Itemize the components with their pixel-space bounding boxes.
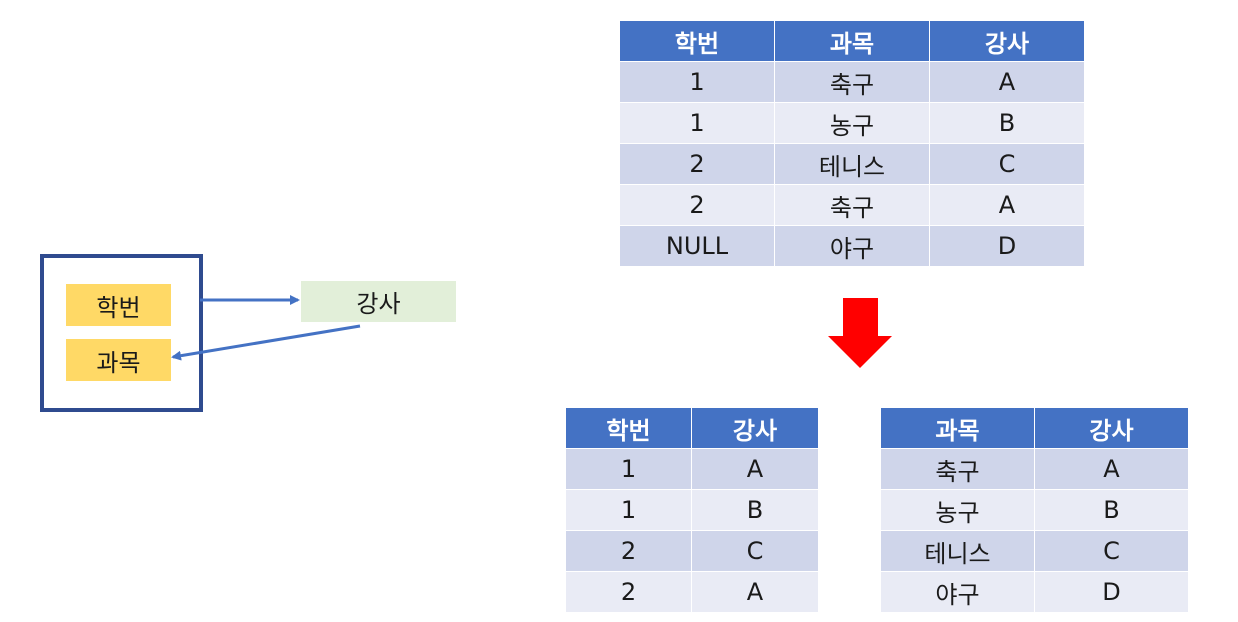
table-cell: 야구 bbox=[774, 225, 930, 267]
table-row: 농구 B bbox=[880, 489, 1189, 531]
column-header: 학번 bbox=[565, 407, 692, 449]
table-cell: 테니스 bbox=[880, 530, 1035, 572]
table-cell: A bbox=[1034, 448, 1189, 490]
table-cell: D bbox=[929, 225, 1085, 267]
column-header: 강사 bbox=[1034, 407, 1189, 449]
table-cell: 1 bbox=[565, 448, 692, 490]
composite-key-box bbox=[40, 254, 203, 412]
table-cell: 농구 bbox=[880, 489, 1035, 531]
table-cell: D bbox=[1034, 571, 1189, 613]
table-cell: C bbox=[929, 143, 1085, 185]
table-cell: 1 bbox=[565, 489, 692, 531]
table-cell: B bbox=[691, 489, 819, 531]
table-cell: NULL bbox=[619, 225, 775, 267]
column-header: 과목 bbox=[880, 407, 1035, 449]
table-row: 2 A bbox=[565, 571, 819, 613]
table-cell: A bbox=[691, 448, 819, 490]
table-row: NULL 야구 D bbox=[619, 225, 1085, 267]
table-cell: 축구 bbox=[774, 61, 930, 103]
attribute-hakbeon: 학번 bbox=[66, 284, 171, 326]
table-row: 테니스 C bbox=[880, 530, 1189, 572]
column-header: 강사 bbox=[691, 407, 819, 449]
table-row: 1 A bbox=[565, 448, 819, 490]
column-header: 학번 bbox=[619, 20, 775, 62]
table-header-row: 과목 강사 bbox=[880, 407, 1189, 449]
table-cell: B bbox=[929, 102, 1085, 144]
table-row: 축구 A bbox=[880, 448, 1189, 490]
table-row: 2 C bbox=[565, 530, 819, 572]
table-header-row: 학번 과목 강사 bbox=[619, 20, 1085, 62]
table-cell: 축구 bbox=[774, 184, 930, 226]
dependency-arrow-gangsa-to-gwamok bbox=[171, 324, 361, 361]
table-cell: B bbox=[1034, 489, 1189, 531]
decomposed-table-gwamok-gangsa: 과목 강사 축구 A 농구 B 테니스 C 야구 D bbox=[880, 407, 1189, 613]
table-row: 2 축구 A bbox=[619, 184, 1085, 226]
table-cell: 야구 bbox=[880, 571, 1035, 613]
table-row: 1 축구 A bbox=[619, 61, 1085, 103]
attribute-gangsa: 강사 bbox=[301, 281, 456, 322]
table-cell: A bbox=[691, 571, 819, 613]
table-cell: 2 bbox=[619, 143, 775, 185]
table-cell: 1 bbox=[619, 102, 775, 144]
main-table: 학번 과목 강사 1 축구 A 1 농구 B 2 테니스 C 2 축구 A NU… bbox=[619, 20, 1085, 267]
table-cell: 농구 bbox=[774, 102, 930, 144]
table-cell: C bbox=[691, 530, 819, 572]
column-header: 강사 bbox=[929, 20, 1085, 62]
table-cell: 1 bbox=[619, 61, 775, 103]
table-cell: 축구 bbox=[880, 448, 1035, 490]
table-cell: A bbox=[929, 184, 1085, 226]
down-arrow-icon bbox=[828, 298, 892, 368]
decomposed-table-hakbeon-gangsa: 학번 강사 1 A 1 B 2 C 2 A bbox=[565, 407, 819, 613]
table-cell: 2 bbox=[565, 571, 692, 613]
table-cell: 2 bbox=[565, 530, 692, 572]
table-cell: C bbox=[1034, 530, 1189, 572]
table-row: 야구 D bbox=[880, 571, 1189, 613]
table-row: 2 테니스 C bbox=[619, 143, 1085, 185]
column-header: 과목 bbox=[774, 20, 930, 62]
table-header-row: 학번 강사 bbox=[565, 407, 819, 449]
table-cell: 2 bbox=[619, 184, 775, 226]
table-cell: A bbox=[929, 61, 1085, 103]
attribute-gwamok: 과목 bbox=[66, 339, 171, 381]
table-row: 1 B bbox=[565, 489, 819, 531]
table-cell: 테니스 bbox=[774, 143, 930, 185]
table-row: 1 농구 B bbox=[619, 102, 1085, 144]
